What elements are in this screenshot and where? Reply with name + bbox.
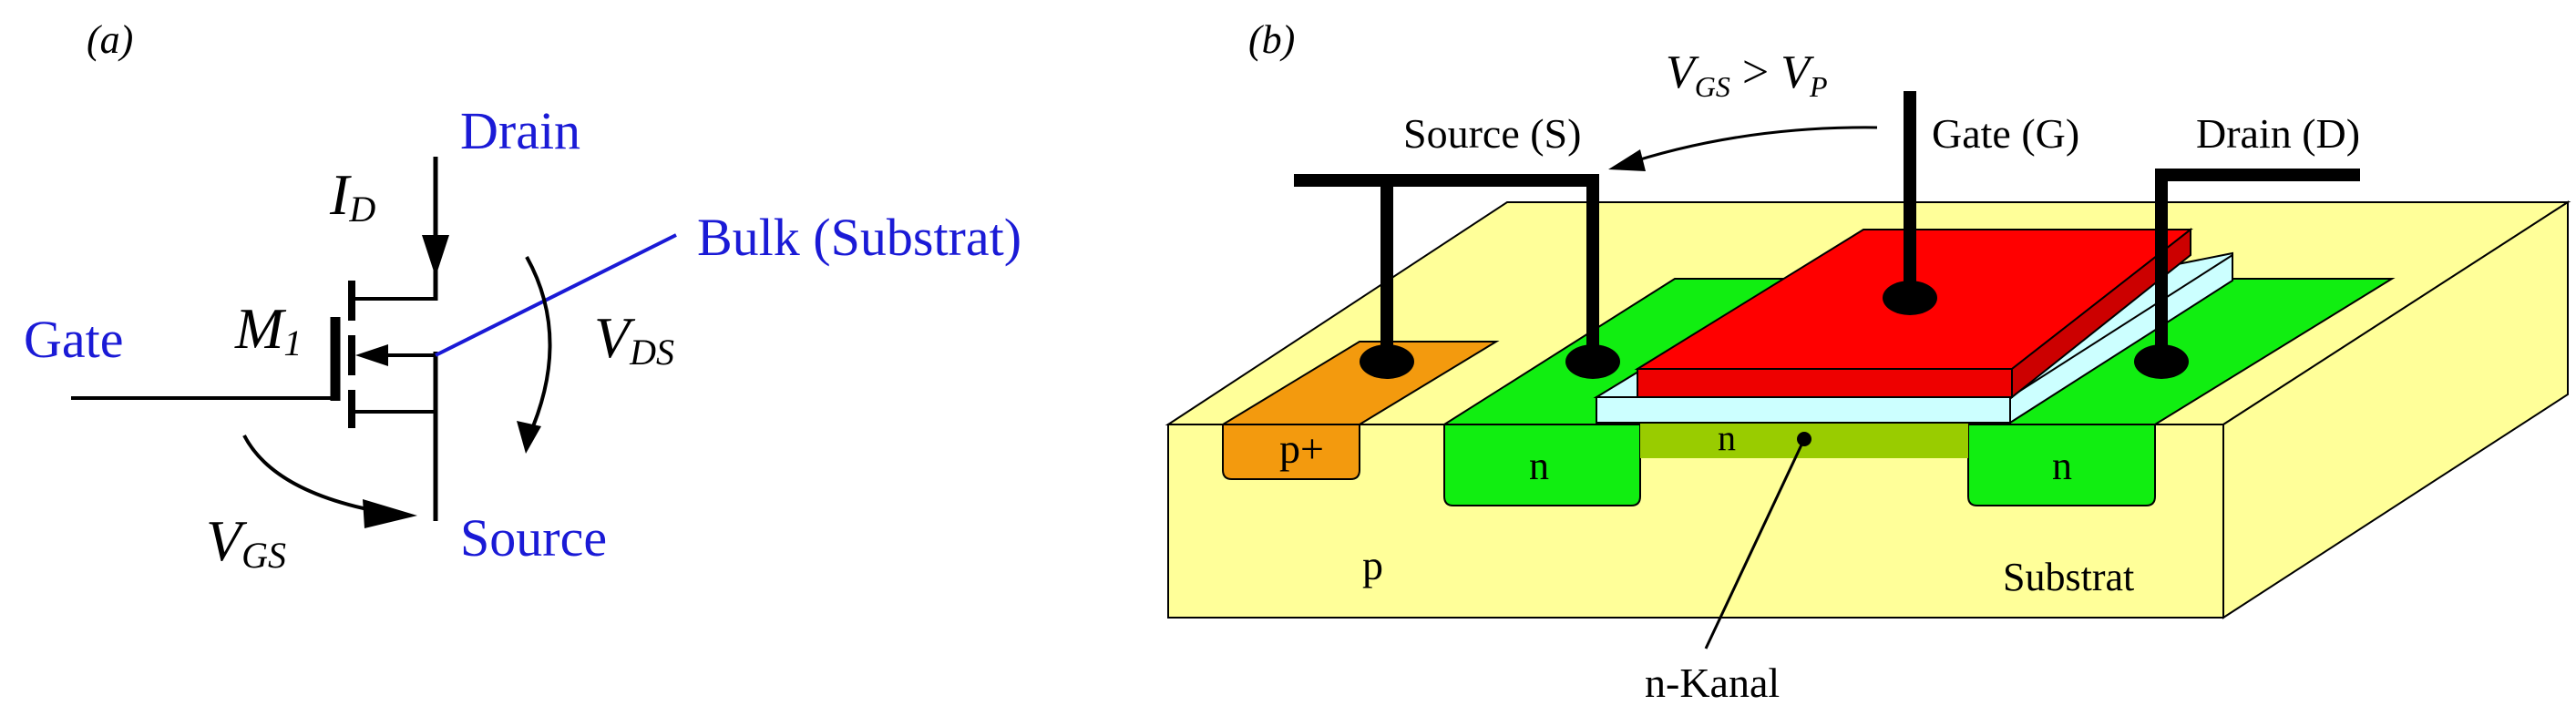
- bulk-line: [435, 233, 677, 357]
- vds-label: VDS: [594, 305, 674, 373]
- n-left-well: [1443, 424, 1641, 506]
- p-plus-label: p+: [1279, 425, 1324, 472]
- substrate-side-face: [2222, 200, 2569, 619]
- drain-d-label: Drain (D): [2196, 110, 2360, 157]
- id-arrow-icon: [422, 235, 449, 277]
- n-right-label: n: [2052, 444, 2072, 488]
- bulk-label: Bulk (Substrat): [697, 208, 1021, 267]
- condition-arrow-icon: [1608, 149, 1646, 171]
- drain-label: Drain: [460, 101, 580, 160]
- panel-a-tag: (a): [87, 17, 133, 62]
- m1-label: M1: [234, 296, 302, 363]
- id-label: ID: [329, 162, 375, 230]
- condition-arc: [1619, 126, 1878, 168]
- channel-pointer: [1704, 438, 1806, 649]
- vds-arrow-icon: [517, 421, 541, 454]
- vgs-arrow-icon: [363, 499, 417, 528]
- condition-label: VGS > VP: [1666, 46, 1828, 103]
- vds-arc: [525, 256, 552, 438]
- n-kanal-label: n-Kanal: [1645, 660, 1780, 706]
- n-left-label: n: [1529, 444, 1549, 488]
- p-plus-region: [1222, 424, 1360, 480]
- source-s-label: Source (S): [1403, 110, 1581, 157]
- panel-b-tag: (b): [1248, 17, 1295, 62]
- vgs-arc: [242, 435, 382, 514]
- gate-side: [2011, 227, 2191, 400]
- gate-label: Gate: [24, 310, 124, 369]
- oxide-front: [1596, 396, 2011, 424]
- gate-g-label: Gate (G): [1932, 110, 2079, 157]
- bulk-arrow: [355, 344, 388, 366]
- source-label: Source: [460, 508, 607, 568]
- panel-a: (a) Drain Source Gate Bulk (Substrat): [24, 17, 1021, 576]
- p-region-label: p: [1362, 542, 1383, 588]
- panel-b: (b): [1165, 17, 2571, 706]
- vgs-label: VGS: [206, 508, 286, 576]
- n-channel-label: n: [1718, 417, 1736, 458]
- gate-front: [1637, 368, 2013, 398]
- substrate-label: Substrat: [2003, 555, 2134, 599]
- n-right-well: [1967, 424, 2156, 506]
